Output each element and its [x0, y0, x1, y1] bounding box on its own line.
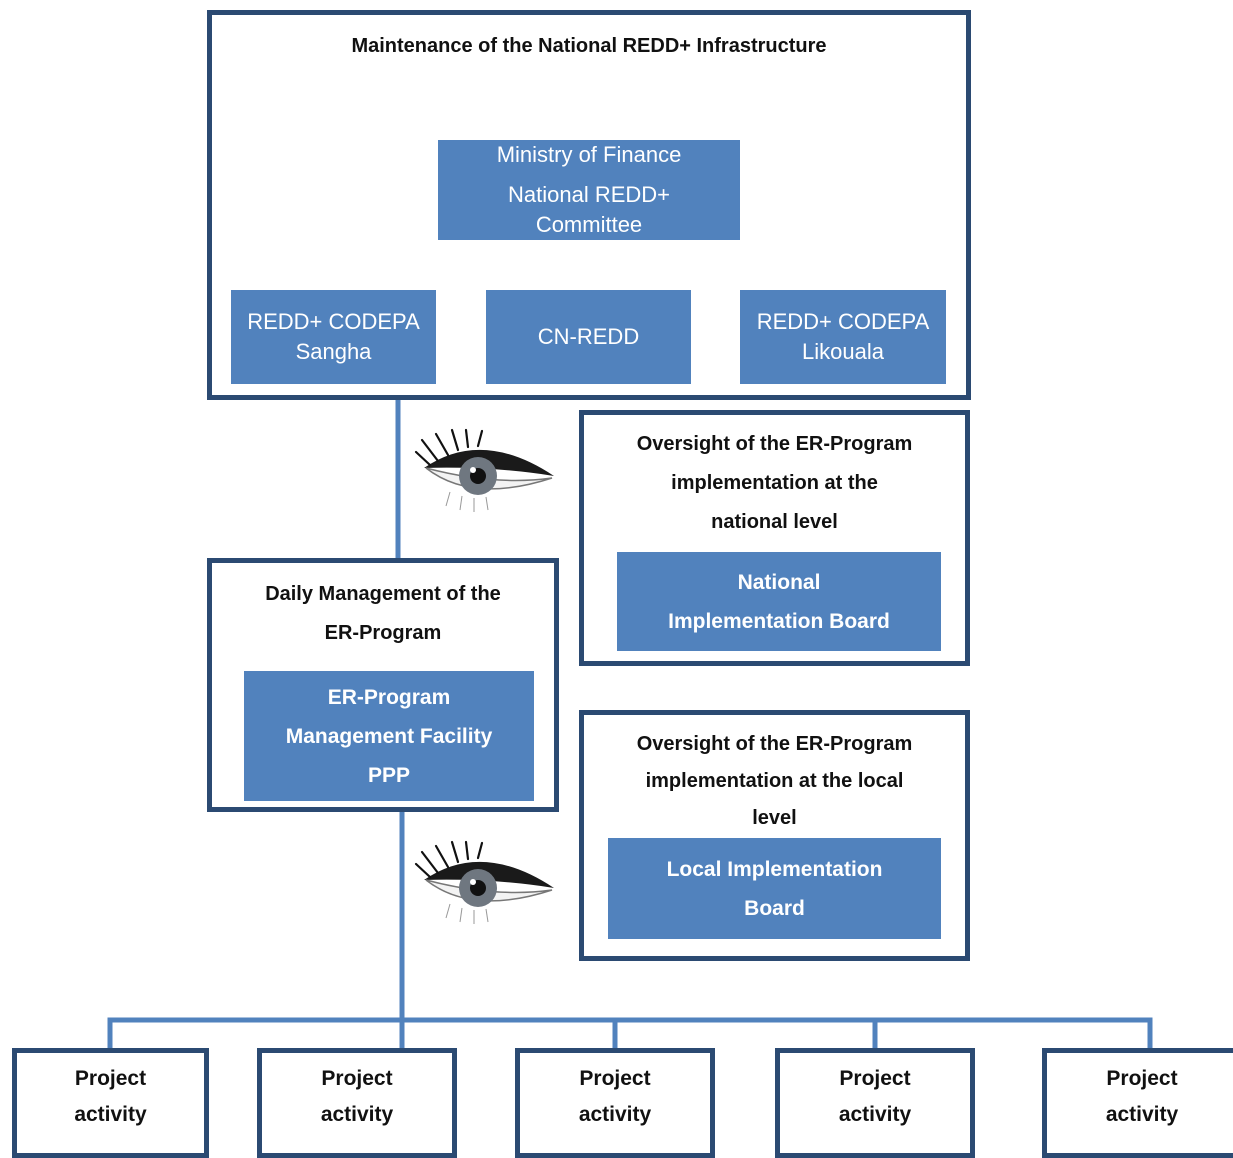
- codepa-sangha-line-2: Sangha: [295, 339, 372, 364]
- national-board-line-2: Implementation Board: [668, 609, 890, 633]
- ministry-line-1: Ministry of Finance: [496, 142, 682, 167]
- facility-line-1: ER-Program: [327, 685, 451, 709]
- local-implementation-board: Local Implementation Board: [608, 838, 941, 939]
- local-oversight-title-2: implementation at the local: [645, 770, 904, 792]
- facility-line-3: PPP: [367, 763, 411, 787]
- er-program-management-facility: ER-Program Management Facility PPP: [244, 671, 534, 801]
- project-2-line-1: Project: [321, 1067, 393, 1090]
- local-board-line-1: Local Implementation: [666, 857, 883, 881]
- daily-management-title-2: ER-Program: [324, 622, 442, 644]
- project-activity-3: Project activity: [515, 1048, 715, 1158]
- national-oversight-title-2: implementation at the: [671, 472, 878, 494]
- ministry-of-finance-box: Ministry of Finance National REDD+ Commi…: [438, 140, 740, 240]
- project-activity-5: Project activity: [1042, 1048, 1233, 1158]
- codepa-likouala-box: REDD+ CODEPA Likouala: [740, 290, 946, 384]
- national-board-line-1: National: [737, 570, 821, 594]
- ministry-line-3: Committee: [535, 212, 643, 237]
- project-activity-2: Project activity: [257, 1048, 457, 1158]
- daily-management-title-1: Daily Management of the: [265, 583, 501, 605]
- local-oversight-title-3: level: [752, 807, 797, 829]
- local-board-line-2: Board: [744, 896, 805, 920]
- facility-line-2: Management Facility: [285, 724, 493, 748]
- eye-icon: [414, 840, 554, 924]
- codepa-likouala-line-2: Likouala: [802, 339, 884, 364]
- project-5-line-2: activity: [1105, 1103, 1179, 1126]
- national-oversight-title-3: national level: [711, 511, 838, 533]
- cn-redd-box: CN-REDD: [486, 290, 691, 384]
- project-activity-4: Project activity: [775, 1048, 975, 1158]
- codepa-sangha-line-1: REDD+ CODEPA: [247, 309, 420, 334]
- connector-project-branch: [107, 1017, 1153, 1048]
- national-oversight-title-1: Oversight of the ER-Program: [636, 433, 913, 455]
- national-implementation-board: National Implementation Board: [617, 552, 941, 651]
- project-1-line-2: activity: [74, 1103, 147, 1126]
- local-oversight-title-1: Oversight of the ER-Program: [636, 733, 913, 755]
- ministry-line-2: National REDD+: [507, 182, 670, 207]
- eye-icon: [414, 428, 554, 512]
- project-activity-1: Project activity: [12, 1048, 209, 1158]
- codepa-likouala-line-1: REDD+ CODEPA: [756, 309, 930, 334]
- cn-redd-label: CN-REDD: [537, 324, 640, 349]
- connector-project-drops: [399, 1020, 878, 1048]
- project-2-line-2: activity: [320, 1103, 394, 1126]
- project-5-line-1: Project: [1106, 1067, 1178, 1090]
- project-4-line-1: Project: [839, 1067, 911, 1090]
- project-4-line-2: activity: [838, 1103, 912, 1126]
- codepa-sangha-box: REDD+ CODEPA Sangha: [231, 290, 436, 384]
- infrastructure-title: Maintenance of the National REDD+ Infras…: [351, 35, 827, 57]
- project-3-line-2: activity: [578, 1103, 652, 1126]
- project-1-line-1: Project: [74, 1067, 147, 1090]
- project-3-line-1: Project: [579, 1067, 651, 1090]
